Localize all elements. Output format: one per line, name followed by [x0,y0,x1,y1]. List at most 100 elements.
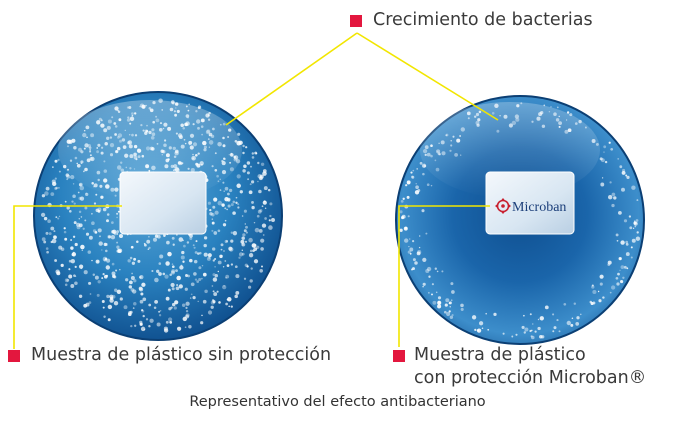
bacteria-dot [143,328,146,331]
bacteria-dot [102,273,105,276]
bacteria-dot [55,186,58,190]
bacteria-dot [226,197,231,202]
bacteria-dot [64,278,69,283]
bacteria-dot [416,251,421,256]
bacteria-dot [117,248,123,254]
bacteria-dot [148,303,152,307]
bacteria-dot [531,329,533,332]
bacteria-dot [615,276,619,280]
bacteria-dot [116,212,119,215]
bacteria-dot [406,195,410,199]
bacteria-dot [626,175,630,180]
bacteria-dot [450,299,453,302]
bacteria-dot [623,219,628,223]
bacteria-dot [186,241,190,244]
bacteria-dot [264,217,267,220]
bacteria-dot [434,267,437,270]
bacteria-dot [471,315,477,320]
bacteria-dot [444,303,448,307]
bacteria-dot [448,310,451,313]
bacteria-dot [64,283,68,287]
bacteria-dot [611,192,616,197]
bacteria-dot [70,284,75,288]
label-sample-protected-line1: Muestra de plástico [414,345,586,365]
bacteria-dot [225,274,230,279]
bacteria-dot [630,256,633,259]
bacteria-dot [563,302,567,306]
bacteria-dot [609,291,612,294]
bacteria-dot [478,321,484,326]
bacteria-dot [416,168,419,170]
bacteria-dot [610,285,616,290]
bacteria-dot [97,209,101,213]
bacteria-dot [599,157,603,161]
bacteria-dot [256,245,260,249]
bacteria-dot [227,204,231,208]
bacteria-dot [257,209,262,214]
bacteria-dot [45,186,50,191]
bacteria-dot [616,282,620,286]
bacteria-dot [111,271,116,276]
bacteria-dot [85,192,89,197]
bacteria-dot [248,285,252,289]
bacteria-dot [631,185,636,190]
bacteria-dot [82,227,85,230]
leader-line-bacteria-left [225,32,358,126]
bacteria-dot [45,231,49,235]
bacteria-dot [221,203,225,207]
bacteria-dot [217,270,219,273]
bacteria-dot [406,180,411,185]
bacteria-dot [630,246,633,249]
bacteria-dot [449,306,451,308]
bacteria-dot [619,165,623,169]
bacteria-dot [242,169,246,173]
bacteria-dot [212,290,215,293]
bacteria-dot [71,252,77,257]
bacteria-dot [257,161,260,165]
bacteria-dot [50,192,55,196]
bacteria-dot [249,183,252,186]
bacteria-dot [566,320,571,326]
bacteria-dot [621,187,625,192]
bacteria-dot [94,275,99,280]
bacteria-dot [57,217,60,220]
bacteria-dot [629,226,633,230]
bacteria-dot [558,330,561,333]
bacteria-dot [212,247,216,251]
bacteria-dot [66,178,69,181]
bacteria-dot [185,274,188,277]
bacteria-dot [523,314,525,317]
bacteria-dot [78,264,84,269]
bacteria-dot [223,250,225,252]
bacteria-dot [539,316,544,321]
bacteria-dot [409,247,414,252]
bacteria-dot [437,304,442,309]
bacteria-dot [95,193,98,196]
bacteria-dot [253,221,256,224]
bacteria-dot [237,203,240,206]
bacteria-dot [172,243,175,246]
bacteria-dot [134,324,137,327]
bacteria-dot [106,294,110,299]
bacteria-dot [132,289,137,294]
bacteria-dot [111,262,115,266]
bacteria-dot [91,212,93,215]
bacteria-dot [146,239,151,244]
bacteria-dot [43,216,48,221]
bacteria-dot [598,299,602,303]
bacteria-dot [51,238,57,244]
bacteria-dot [248,190,253,195]
bacteria-dot [446,311,451,317]
bacteria-dot [148,235,150,238]
bacteria-dot [131,246,134,248]
bacteria-dot [185,313,190,318]
bacteria-dot [226,264,230,267]
bacteria-dot [251,180,255,184]
bacteria-dot [258,189,262,194]
bacteria-dot [44,191,49,196]
bacteria-dot [591,285,595,289]
bacteria-dot [599,274,604,279]
bacteria-dot [115,269,118,272]
bacteria-dot [222,223,227,227]
bacteria-dot [634,225,637,228]
